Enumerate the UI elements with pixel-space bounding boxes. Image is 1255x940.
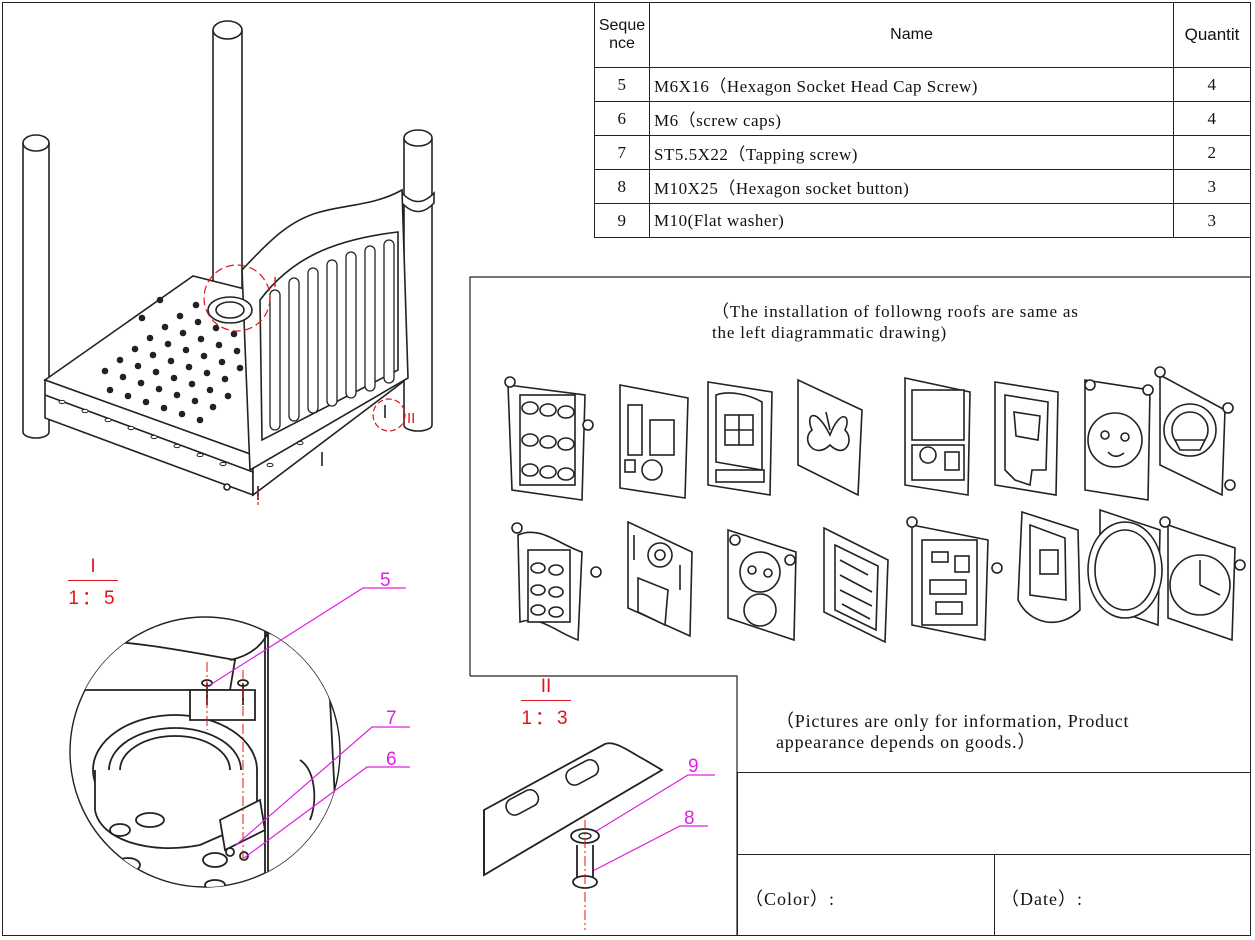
- callout-8: 8: [684, 808, 695, 829]
- parts-table-header: Seque nce Name Quantit: [594, 2, 1251, 68]
- row-name: ST5.5X22（Tapping screw): [649, 135, 1174, 170]
- row-name: M6（screw caps): [649, 101, 1174, 136]
- grill-panel-icon: [823, 526, 889, 644]
- table-row: 9 M10(Flat washer) 3: [594, 203, 1251, 238]
- parts-table: Seque nce Name Quantit 5 M6X16（Hexagon S…: [594, 2, 1251, 238]
- date-label: （Date）:: [1001, 889, 1083, 909]
- roof-panel-gallery: [504, 366, 1236, 501]
- butterfly-panel-icon: [797, 378, 863, 497]
- detail-2-scale: II 1：3: [521, 676, 571, 730]
- color-label: （Color）:: [745, 889, 836, 909]
- title-block: （Color）: （Date）:: [737, 772, 1251, 936]
- clock-panel-icon: [1159, 516, 1246, 642]
- desk-panel-icon: [904, 377, 971, 496]
- gear-panel-icon: [627, 520, 693, 638]
- deck-hole-pattern: [101, 296, 244, 424]
- callout-7: 7: [386, 708, 397, 729]
- row-qty: 3: [1173, 169, 1251, 204]
- roofs-note: （The installation of followng roofs are …: [712, 302, 1079, 342]
- robot-panel-icon: [994, 381, 1059, 496]
- marker-1-label: I: [273, 274, 277, 291]
- tb-line-divider: [994, 854, 996, 936]
- callout-leaders: [209, 587, 715, 876]
- tiger-panel-icon: [1084, 379, 1154, 501]
- row-name: M10(Flat washer): [649, 203, 1174, 238]
- callout-6: 6: [386, 749, 397, 770]
- platform-assembly: [22, 20, 435, 500]
- circuit-panel-icon: [906, 516, 1003, 641]
- detail-1-scale: I 1：5: [68, 556, 118, 610]
- marker-2-label: II: [407, 410, 415, 427]
- header-sequence: Seque nce: [594, 2, 650, 68]
- row-seq: 9: [594, 203, 650, 238]
- bear-panel-icon: [727, 528, 797, 642]
- header-name: Name: [649, 2, 1174, 68]
- detail-2-ratio: 1：3: [521, 708, 571, 729]
- dial-panel-icon: [1154, 366, 1236, 497]
- detail-1-label: I: [68, 556, 118, 581]
- barrel-panel-icon: [504, 376, 594, 501]
- window-panel-icon: [707, 381, 773, 496]
- porthole-panel-icon: [1087, 508, 1163, 627]
- row-name: M6X16（Hexagon Socket Head Cap Screw): [649, 67, 1174, 102]
- roof-panel-gallery-row2: [511, 508, 1246, 644]
- barrel-panel-icon: [511, 522, 602, 642]
- callout-5: 5: [380, 570, 391, 591]
- gallery-box: [469, 276, 1251, 676]
- pictures-note: （Pictures are only for information, Prod…: [776, 711, 1130, 752]
- callout-9: 9: [688, 756, 699, 777]
- row-seq: 8: [594, 169, 650, 204]
- row-seq: 6: [594, 101, 650, 136]
- detail-2-view: [483, 742, 664, 930]
- table-row: 5 M6X16（Hexagon Socket Head Cap Screw) 4: [594, 67, 1251, 102]
- detail-1-ratio: 1：5: [68, 588, 118, 609]
- row-qty: 3: [1173, 203, 1251, 238]
- detail-markers: [203, 264, 406, 506]
- transformer-panel-icon: [1017, 510, 1081, 624]
- tb-line-top: [737, 772, 1251, 774]
- phone-panel-icon: [619, 384, 689, 499]
- gate-bars: [269, 239, 395, 431]
- detail-2-label: II: [521, 676, 571, 701]
- table-row: 7 ST5.5X22（Tapping screw) 2: [594, 135, 1251, 170]
- table-row: 6 M6（screw caps) 4: [594, 101, 1251, 136]
- header-quantity: Quantit: [1173, 2, 1251, 68]
- detail-1-view: [69, 616, 341, 888]
